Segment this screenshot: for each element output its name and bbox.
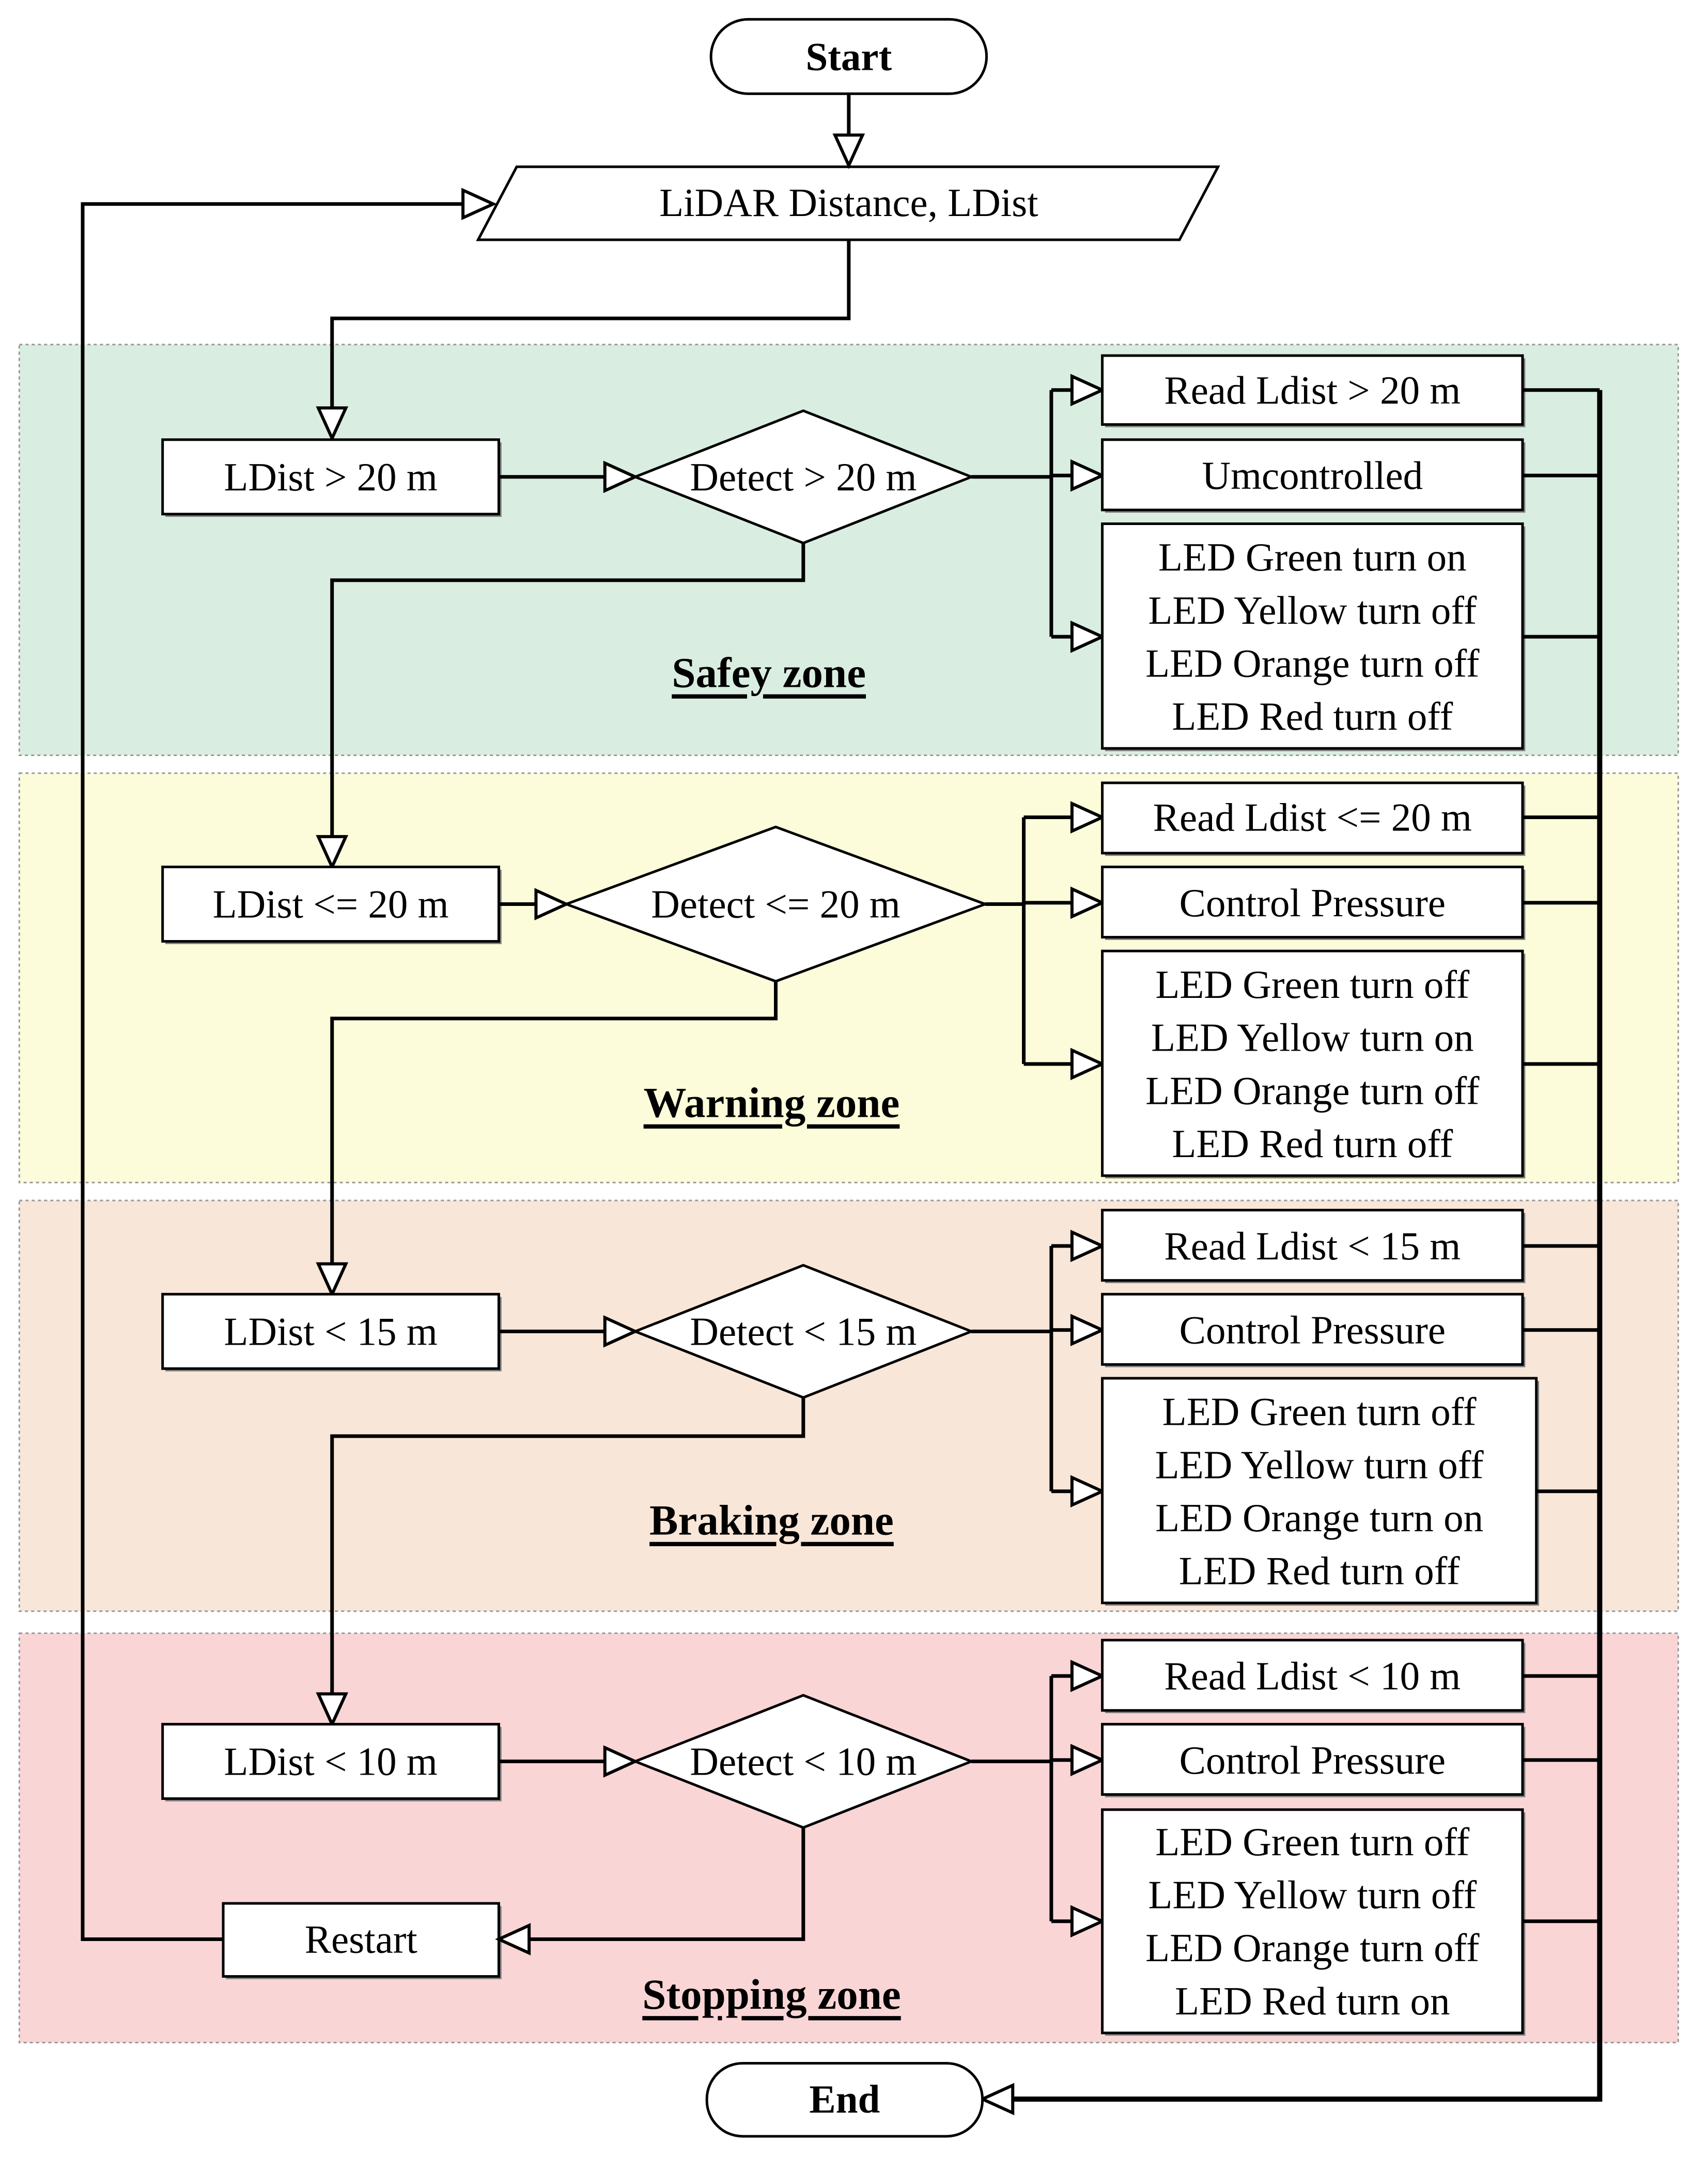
- braking-zone-output-3-arrowhead: [1070, 1475, 1106, 1508]
- braking-zone-condition-label: LDist < 15 m: [224, 1309, 437, 1353]
- braking-zone-output-3-text-2: LED Yellow turn off: [1155, 1442, 1484, 1487]
- restart-loop-line: [81, 202, 463, 1941]
- warning-zone-output-1-box: [1101, 781, 1526, 856]
- safey-zone-output-1-text-1: Read Ldist > 20 m: [1164, 368, 1461, 412]
- safey-zone-output-2-box-frame: [1101, 438, 1524, 512]
- stopping-zone-title: Stopping zone: [642, 1970, 900, 2018]
- warning-zone-output-3-box: [1101, 949, 1526, 1179]
- braking-zone-output-3-text-3: LED Orange turn on: [1155, 1496, 1483, 1540]
- warning-zone-output-3-text-3: LED Orange turn off: [1145, 1068, 1480, 1113]
- restart-label: Restart: [305, 1917, 417, 1961]
- warning-zone-to-next-zone-arrowhead: [316, 1262, 349, 1298]
- safey-zone-output-2-box: [1101, 438, 1526, 513]
- stopping-zone-output-1-box: [1101, 1639, 1526, 1714]
- braking-zone-output-2-box: [1101, 1292, 1526, 1367]
- warning-zone-condition-to-decision-arrowhead: [534, 888, 570, 920]
- warning-zone-output-3-text-2: LED Yellow turn on: [1151, 1015, 1474, 1060]
- braking-zone-condition-box-frame: [161, 1292, 500, 1370]
- input-to-zone1-arrowhead: [316, 406, 349, 442]
- safey-zone-condition-box-frame: [161, 438, 500, 516]
- stopping-zone-decision-label: Detect < 10 m: [690, 1739, 917, 1783]
- safey-zone-output-3-arrowhead: [1070, 620, 1106, 653]
- stopping-zone-output-1-arrowhead: [1070, 1659, 1106, 1692]
- warning-zone-output-2-arrowhead: [1070, 886, 1106, 919]
- stopping-zone-condition-label: LDist < 10 m: [224, 1739, 437, 1783]
- warning-zone-condition-label: LDist <= 20 m: [213, 882, 449, 927]
- warning-zone-output-2-text-1: Control Pressure: [1179, 881, 1446, 925]
- braking-zone-output-2-box-frame: [1101, 1292, 1524, 1366]
- collector-to-end-arrowhead: [979, 2083, 1015, 2116]
- safey-zone-output-3-text-2: LED Yellow turn off: [1148, 588, 1477, 633]
- safey-zone-condition-to-decision-arrowhead: [603, 460, 639, 494]
- lidar-input: [476, 165, 1220, 241]
- warning-zone-title: Warning zone: [644, 1079, 900, 1127]
- braking-zone-output-2-text-1: Control Pressure: [1179, 1308, 1446, 1352]
- warning-zone-output-1-arrowhead: [1070, 801, 1106, 834]
- warning-zone-condition-box: [161, 866, 502, 944]
- safey-zone-condition-box: [161, 438, 502, 517]
- warning-zone-output-3-text-4: LED Red turn off: [1172, 1121, 1453, 1166]
- safey-zone-output-2-text-1: Umcontrolled: [1202, 453, 1423, 498]
- safey-zone-to-next-zone-arrowhead: [316, 835, 349, 871]
- stopping-zone-output-3-arrowhead: [1070, 1905, 1106, 1938]
- safey-zone-output-3-box: [1101, 522, 1526, 751]
- collector-to-end-line: [1013, 390, 1603, 2102]
- braking-zone-to-next-zone-arrowhead: [316, 1692, 349, 1728]
- stopping-zone-output-3-box-frame: [1101, 1808, 1524, 2035]
- stopping-zone-condition-to-decision-arrowhead: [603, 1745, 639, 1778]
- stopping-zone-output-3-box: [1101, 1808, 1526, 2036]
- start-to-input-arrowhead: [832, 133, 865, 170]
- stopping-to-restart-line: [529, 1827, 805, 1941]
- safey-zone-title: Safey zone: [672, 649, 866, 696]
- warning-zone-output-3-arrowhead: [1070, 1048, 1106, 1081]
- stopping-zone-output-3-text-3: LED Orange turn off: [1145, 1926, 1480, 1970]
- braking-zone-output-1-text-1: Read Ldist < 15 m: [1164, 1224, 1461, 1268]
- stopping-zone-output-3-text-1: LED Green turn off: [1155, 1820, 1469, 1864]
- safey-zone-output-1-arrowhead: [1070, 374, 1106, 407]
- braking-zone-to-next-zone-line: [330, 1397, 805, 1694]
- safey-zone-output-3-text-3: LED Orange turn off: [1145, 641, 1480, 685]
- safey-zone-output-2-arrowhead: [1070, 459, 1106, 492]
- warning-zone-output-3-box-frame: [1101, 949, 1524, 1177]
- warning-zone-output-1-text-1: Read Ldist <= 20 m: [1153, 795, 1472, 840]
- braking-zone-title: Braking zone: [649, 1497, 894, 1544]
- end-label: End: [809, 2077, 880, 2121]
- restart-loop-arrowhead: [461, 188, 498, 221]
- stopping-to-restart-arrowhead: [495, 1923, 531, 1956]
- stopping-zone-output-1-text-1: Read Ldist < 10 m: [1164, 1654, 1461, 1698]
- start-label: Start: [805, 34, 892, 79]
- warning-zone-output-3-text-1: LED Green turn off: [1155, 962, 1469, 1007]
- warning-zone-output-1-box-frame: [1101, 781, 1524, 855]
- stopping-zone-output-3-text-2: LED Yellow turn off: [1148, 1872, 1477, 1917]
- end-terminal: [705, 2061, 984, 2138]
- safey-zone-output-3-text-4: LED Red turn off: [1172, 694, 1453, 738]
- safey-zone-output-3-text-1: LED Green turn on: [1158, 535, 1467, 579]
- warning-zone-to-next-zone-line: [330, 981, 778, 1264]
- braking-zone-output-1-box: [1101, 1209, 1526, 1283]
- warning-zone-decision-label: Detect <= 20 m: [651, 882, 900, 927]
- braking-zone-condition-to-decision-arrowhead: [603, 1315, 639, 1348]
- braking-zone-output-3-box: [1101, 1377, 1540, 1606]
- braking-zone-condition-box: [161, 1292, 502, 1372]
- stopping-zone-output-2-text-1: Control Pressure: [1179, 1738, 1446, 1782]
- warning-zone-condition-box-frame: [161, 866, 500, 943]
- braking-zone-output-1-arrowhead: [1070, 1229, 1106, 1262]
- lidar-input-label: LiDAR Distance, LDist: [659, 180, 1038, 225]
- braking-zone-output-1-box-frame: [1101, 1209, 1524, 1282]
- input-to-zone1-line: [330, 240, 851, 408]
- stopping-zone-output-3-text-4: LED Red turn on: [1175, 1979, 1450, 2023]
- warning-zone-output-2-box: [1101, 866, 1526, 940]
- stopping-zone-condition-box: [161, 1722, 502, 1802]
- safey-zone-decision-label: Detect > 20 m: [690, 455, 917, 499]
- braking-zone-output-3-text-1: LED Green turn off: [1162, 1390, 1477, 1434]
- stopping-zone-condition-box-frame: [161, 1722, 500, 1800]
- braking-zone-output-3-text-4: LED Red turn off: [1179, 1549, 1460, 1593]
- braking-zone-decision-label: Detect < 15 m: [690, 1309, 917, 1353]
- safey-zone-output-1-box: [1101, 354, 1526, 427]
- safey-zone-condition-label: LDist > 20 m: [224, 455, 437, 499]
- safey-zone-to-next-zone-line: [330, 543, 805, 837]
- braking-zone-output-2-arrowhead: [1070, 1314, 1106, 1346]
- stopping-zone-output-2-arrowhead: [1070, 1744, 1106, 1777]
